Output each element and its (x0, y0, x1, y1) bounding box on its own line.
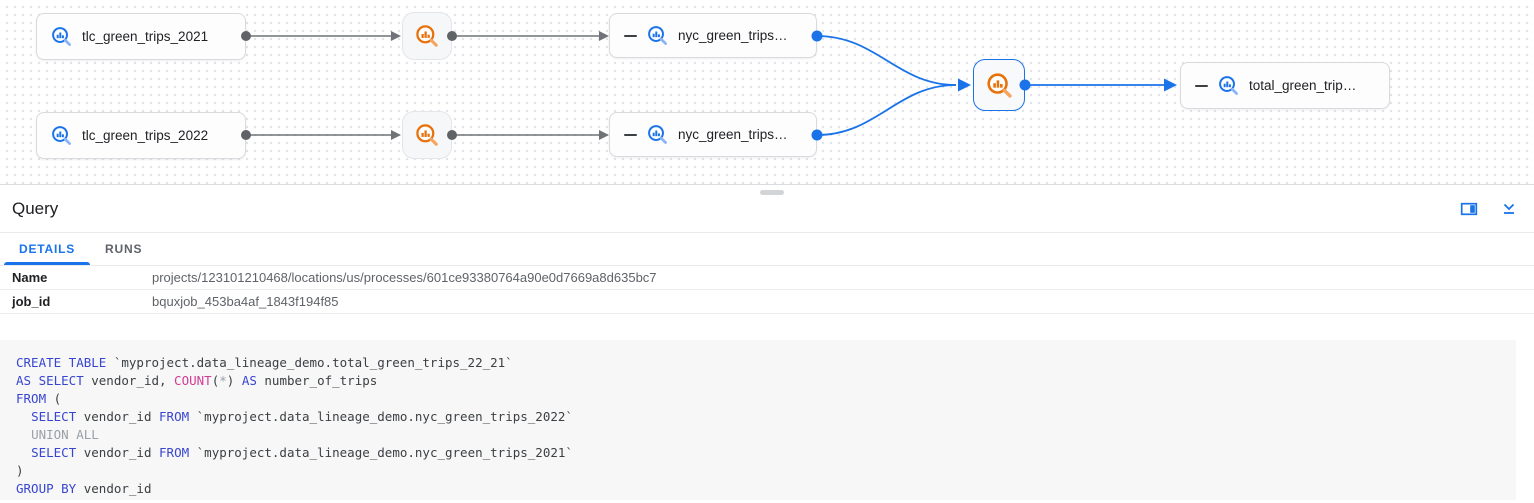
collapse-node-icon[interactable] (1195, 84, 1208, 87)
collapse-panel-button[interactable] (1500, 200, 1518, 218)
table-row: Name projects/123101210468/locations/us/… (0, 266, 1534, 290)
collapse-node-icon[interactable] (624, 34, 637, 37)
node-label: nyc_green_trips… (678, 127, 788, 142)
bigquery-table-icon (1219, 76, 1238, 95)
lineage-process-node-1[interactable] (402, 12, 452, 60)
tab-runs[interactable]: RUNS (90, 233, 157, 265)
detail-label-job-id: job_id (12, 294, 51, 309)
lineage-node-nyc-green-trips-bottom[interactable]: nyc_green_trips… (609, 112, 817, 157)
collapse-node-icon[interactable] (624, 133, 637, 136)
bigquery-table-icon (648, 26, 667, 45)
panel-title: Query (12, 198, 59, 218)
lineage-graph[interactable]: tlc_green_trips_2021 tlc_green_trips_202… (0, 0, 1534, 185)
detail-label-name: Name (12, 270, 48, 285)
bigquery-table-icon (52, 126, 71, 145)
bigquery-table-icon (52, 27, 71, 46)
lineage-node-tlc-green-trips-2022[interactable]: tlc_green_trips_2022 (36, 112, 246, 159)
lineage-process-node-selected[interactable] (973, 59, 1025, 111)
lineage-node-total-green-trips[interactable]: total_green_trip… (1180, 62, 1390, 109)
side-panel-icon (1460, 202, 1478, 215)
bigquery-table-icon (648, 125, 667, 144)
query-details-panel: Query DETAILS RUNS Name projects/1231012… (0, 185, 1534, 500)
panel-resize-handle[interactable] (760, 190, 784, 195)
node-label: tlc_green_trips_2022 (82, 128, 209, 143)
table-row: job_id bquxjob_453ba4af_1843f194f85 (0, 290, 1534, 314)
detail-value-name: projects/123101210468/locations/us/proce… (152, 270, 657, 285)
node-label: total_green_trip… (1249, 78, 1357, 93)
panel-tabs: DETAILS RUNS (0, 233, 1534, 266)
collapse-panel-icon (1503, 203, 1515, 214)
query-process-icon (416, 25, 438, 47)
lineage-node-nyc-green-trips-top[interactable]: nyc_green_trips… (609, 13, 817, 58)
tab-details[interactable]: DETAILS (4, 233, 91, 265)
lineage-process-node-2[interactable] (402, 111, 452, 159)
lineage-node-tlc-green-trips-2021[interactable]: tlc_green_trips_2021 (36, 13, 246, 60)
node-label: tlc_green_trips_2021 (82, 29, 209, 44)
details-table: Name projects/123101210468/locations/us/… (0, 266, 1534, 314)
node-label: nyc_green_trips… (678, 28, 788, 43)
detail-value-job-id: bquxjob_453ba4af_1843f194f85 (152, 294, 339, 309)
open-in-side-panel-button[interactable] (1460, 200, 1478, 218)
query-process-icon (986, 72, 1012, 98)
sql-code: CREATE TABLE `myproject.data_lineage_dem… (0, 340, 1516, 500)
query-process-icon (416, 124, 438, 146)
